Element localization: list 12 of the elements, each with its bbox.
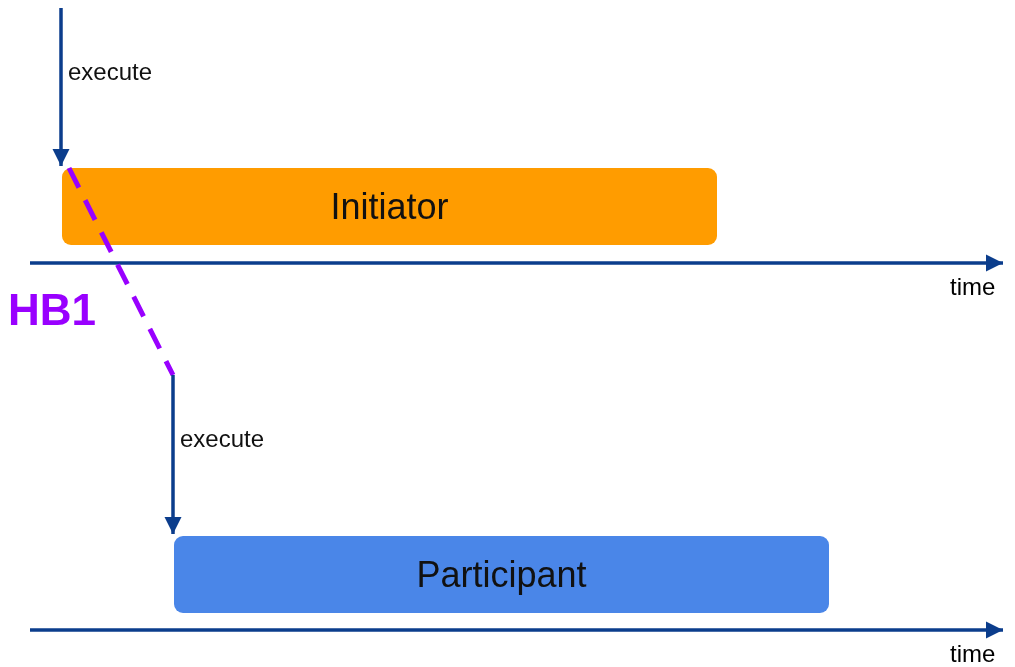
axis-label: time	[950, 642, 996, 666]
process-box	[62, 168, 717, 245]
box-label: Initiator	[330, 185, 449, 228]
dashed-line	[66, 166, 176, 377]
axis-label: time	[950, 275, 996, 299]
edge-label: execute	[180, 427, 265, 451]
edge-label: execute	[68, 60, 153, 84]
arrow	[164, 375, 182, 534]
arrow	[52, 8, 70, 166]
process-box	[174, 536, 829, 613]
box-label: Participant	[416, 553, 587, 596]
edge-label: HB1	[8, 288, 97, 332]
